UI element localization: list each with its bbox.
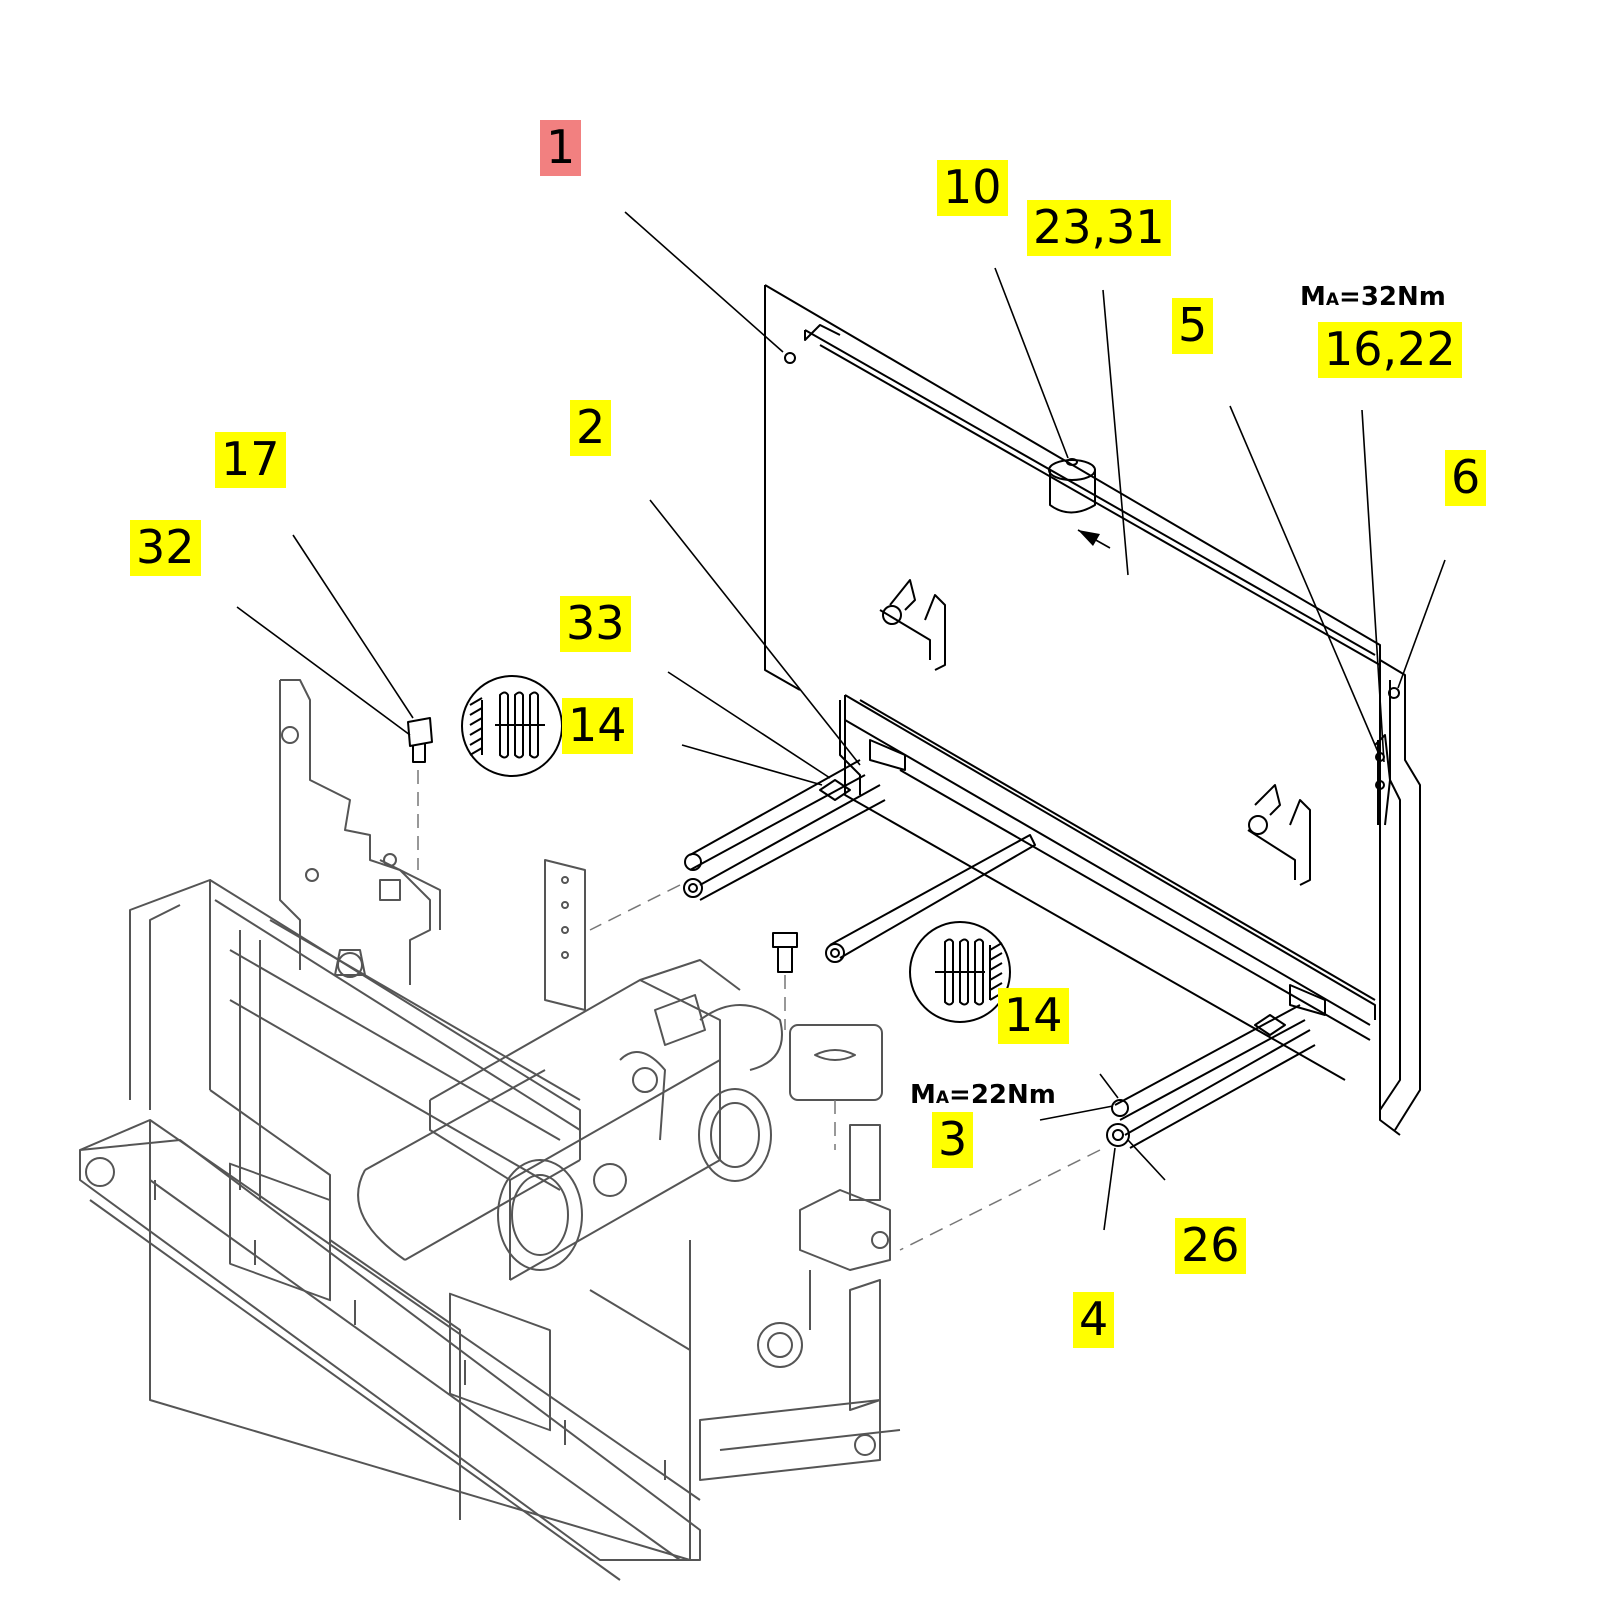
exploded-parts — [407, 284, 1421, 1149]
torque-spec-32nm: MA=32Nm — [1300, 282, 1446, 312]
lock-washer-symbol — [909, 921, 1011, 1023]
callout-5[interactable]: 5 — [1172, 298, 1214, 354]
callout-16-22[interactable]: 16,22 — [1318, 322, 1462, 378]
callout-6[interactable]: 6 — [1445, 450, 1487, 506]
callout-1[interactable]: 1 — [540, 120, 582, 176]
callout-17[interactable]: 17 — [215, 432, 286, 488]
callout-14-lower[interactable]: 14 — [998, 988, 1069, 1044]
callout-14-upper[interactable]: 14 — [562, 698, 633, 754]
assembly-guide-lines — [417, 770, 1101, 1251]
leader-lines — [236, 211, 1446, 1231]
lock-washer-symbol — [461, 675, 563, 777]
callout-4[interactable]: 4 — [1073, 1292, 1115, 1348]
callout-3[interactable]: 3 — [932, 1112, 974, 1168]
callout-2[interactable]: 2 — [570, 400, 612, 456]
callout-33[interactable]: 33 — [560, 596, 631, 652]
direction-arrow — [1078, 530, 1100, 546]
torque-spec-22nm: MA=22Nm — [910, 1080, 1056, 1110]
machine-frame — [79, 679, 901, 1581]
callout-23-31[interactable]: 23,31 — [1027, 200, 1171, 256]
callout-10[interactable]: 10 — [937, 160, 1008, 216]
callout-26[interactable]: 26 — [1175, 1218, 1246, 1274]
callout-32[interactable]: 32 — [130, 520, 201, 576]
